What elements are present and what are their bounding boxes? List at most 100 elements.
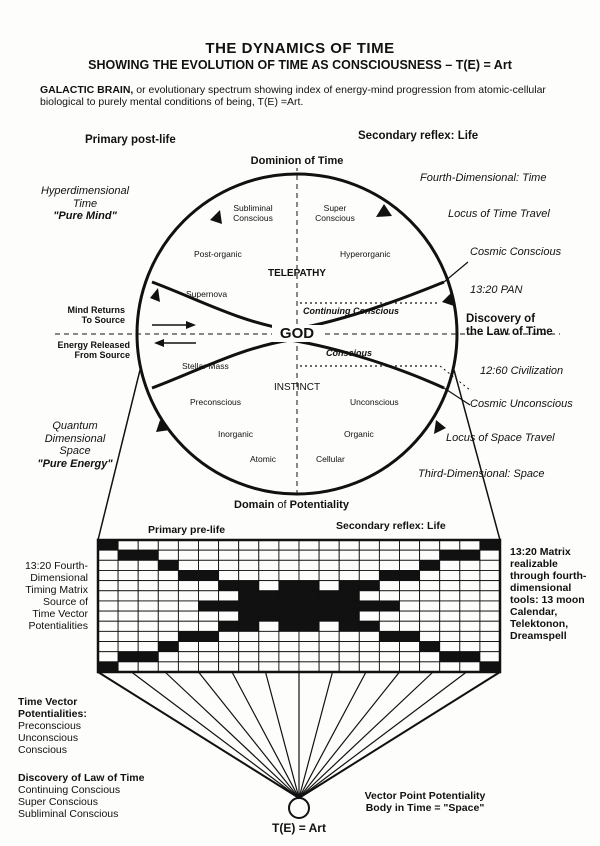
formula-te-art: T(E) = Art [272,821,326,835]
matrix-cell [439,549,461,561]
matrix-cell [157,641,179,653]
matrix-cell [258,590,280,602]
matrix-cell [439,559,461,571]
discovery-law-of-time-list: Discovery of Law of Time Continuing Cons… [18,772,145,821]
matrix-cell [439,620,461,632]
matrix-cell [137,570,159,582]
circle-arrow-upper-right [376,204,392,217]
matrix-cell [97,570,119,582]
matrix-cell [318,539,340,551]
matrix-cell [258,651,280,663]
matrix-cell [218,570,240,582]
matrix-cell [278,661,300,673]
matrix-cell [338,661,360,673]
energy-released-arrowhead [154,339,164,347]
telepathy: TELEPATHY [268,268,326,279]
unconscious: Unconscious [350,397,399,407]
matrix-cell [137,600,159,612]
matrix-cell [198,570,220,582]
matrix-cell [459,580,481,592]
continuing-conscious: Continuing Conscious [303,306,399,316]
atomic: Atomic [250,454,276,464]
matrix-cell [358,559,380,571]
matrix-cell [378,651,400,663]
matrix-cell [278,600,300,612]
matrix-cell [218,641,240,653]
matrix-cell [419,661,441,673]
matrix-cell [358,651,380,663]
matrix-cell [258,641,280,653]
matrix-cell [97,661,119,673]
pan-pointer [443,261,469,283]
cosmic-unconscious: Cosmic Unconscious [470,398,573,410]
god-center: GOD [272,325,322,343]
matrix-cell [298,610,320,622]
matrix-cell [198,651,220,663]
matrix-cell [358,620,380,632]
matrix-cell [378,559,400,571]
matrix-cell [177,630,199,642]
matrix-cell [238,641,260,653]
matrix-cell [258,630,280,642]
matrix-cell [137,661,159,673]
matrix-cell [318,661,340,673]
matrix-cell [218,559,240,571]
matrix-cell [338,610,360,622]
matrix-cell [117,559,139,571]
matrix-cell [117,610,139,622]
locus-of-space-travel: Locus of Space Travel [446,432,555,444]
matrix-cell [177,539,199,551]
matrix-cell [238,539,260,551]
matrix-cell [298,641,320,653]
matrix-cell [459,600,481,612]
matrix-cell [137,549,159,561]
matrix-cell [97,539,119,551]
matrix-cell [157,539,179,551]
vector-fan-line [298,671,400,799]
matrix-cell [419,590,441,602]
matrix-cell [459,610,481,622]
matrix-cell [419,559,441,571]
matrix-cell [157,549,179,561]
matrix-cell [238,651,260,663]
pan-13-20: 13:20 PAN [470,284,523,296]
matrix-cell [459,641,481,653]
matrix-cell [278,610,300,622]
matrix-cell [238,590,260,602]
super-conscious: Super Conscious [315,203,355,223]
matrix-cell [358,630,380,642]
hyperorganic: Hyperorganic [340,249,391,259]
matrix-cell [378,661,400,673]
matrix-cell [399,580,421,592]
matrix-cell [439,539,461,551]
matrix-cell [378,600,400,612]
matrix-cell [198,590,220,602]
matrix-cell [97,559,119,571]
matrix-cell [137,620,159,632]
matrix-cell [218,661,240,673]
right-projection-line [453,369,501,541]
page-title: THE DYNAMICS OF TIME [205,40,395,57]
vector-fan-line [298,671,467,799]
matrix-cell [318,641,340,653]
matrix-cell [439,610,461,622]
matrix-cell [298,620,320,632]
matrix-cell [419,600,441,612]
matrix-cell [479,641,501,653]
preconscious: Preconscious [190,397,242,407]
matrix-cell [238,620,260,632]
matrix-cell [479,549,501,561]
matrix-cell [338,590,360,602]
matrix-cell [378,580,400,592]
matrix-cell [318,590,340,602]
left-projection-line [97,369,141,541]
matrix-cell [198,610,220,622]
third-dimensional-space: Third-Dimensional: Space [418,468,545,480]
matrix-cell [399,559,421,571]
matrix-cell [399,549,421,561]
vector-point-circle [288,797,310,819]
matrix-cell [378,630,400,642]
matrix-cell [218,610,240,622]
matrix-cell [258,580,280,592]
